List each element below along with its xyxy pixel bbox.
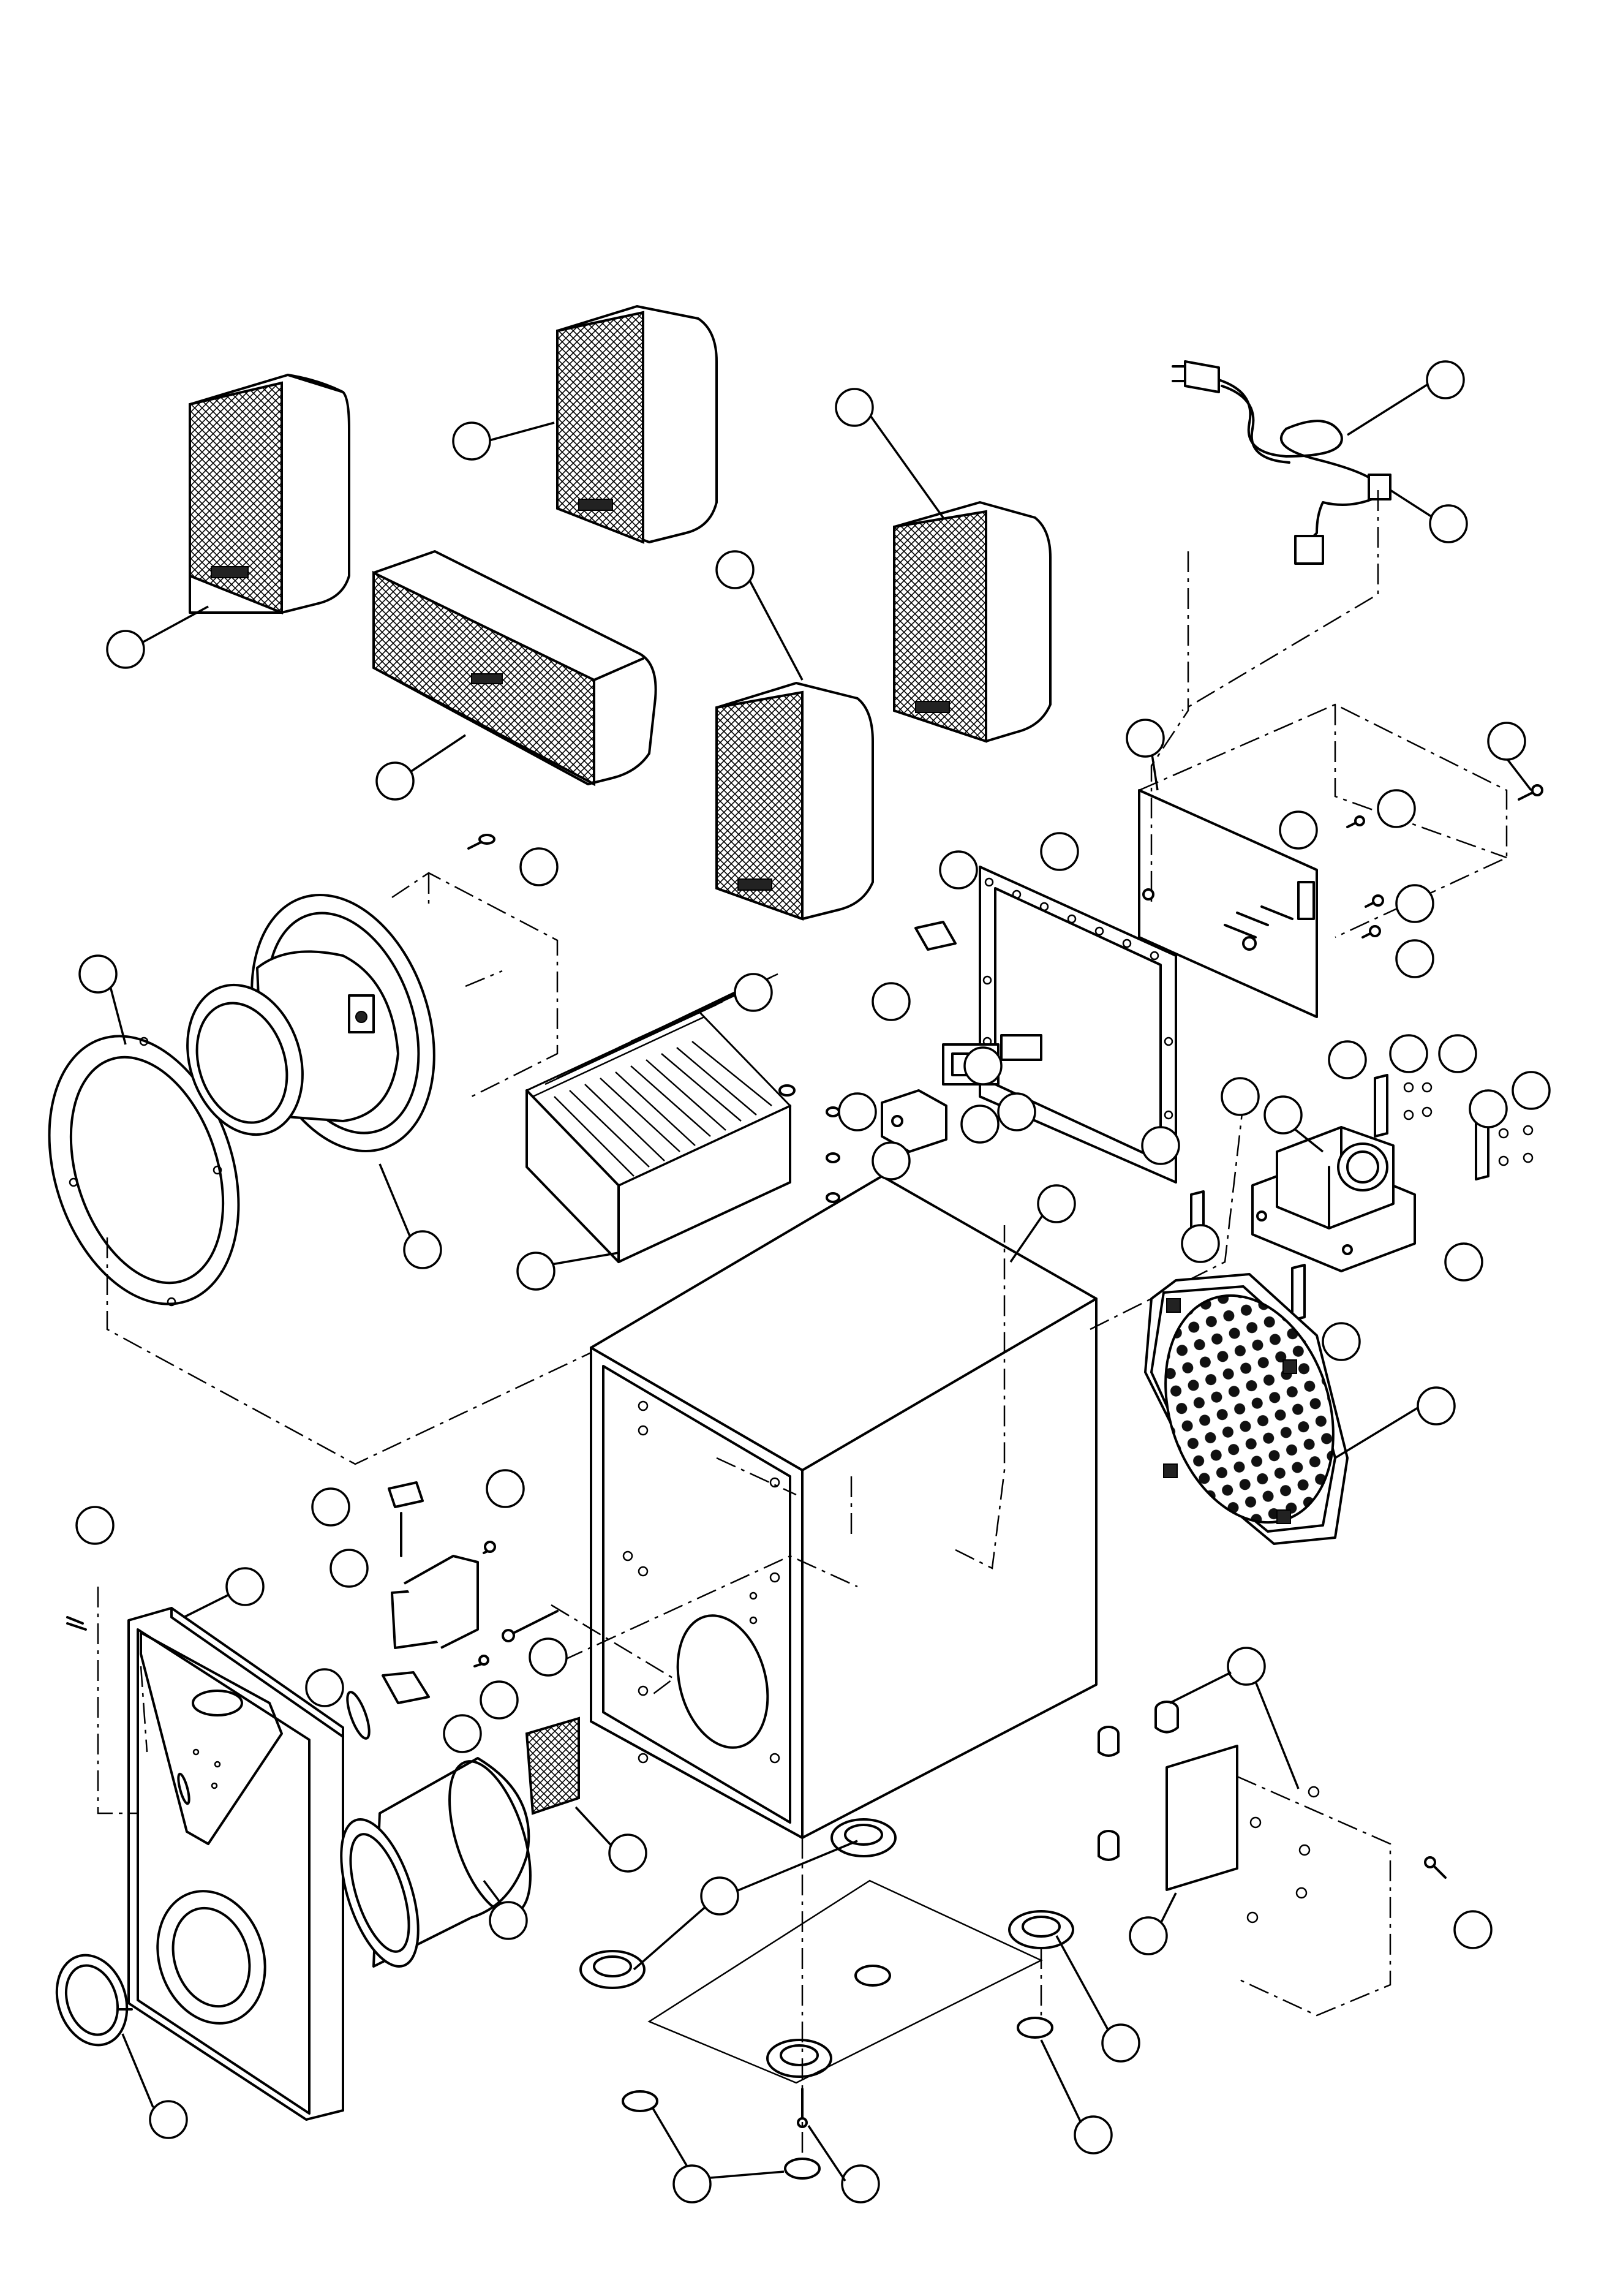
rubber-pads bbox=[622, 1838, 1053, 2180]
cabinet-feet bbox=[579, 1818, 1074, 2084]
bass-port-tube bbox=[340, 1757, 532, 1968]
callout-power-cord bbox=[1347, 360, 1465, 436]
baffle-outline bbox=[97, 1587, 148, 1815]
power-cord bbox=[1172, 360, 1379, 485]
cabinet-outline bbox=[551, 1102, 1245, 1697]
callout-grille bbox=[1335, 1386, 1456, 1459]
callout-feet bbox=[633, 1840, 858, 1971]
callout-speaker-fl bbox=[106, 605, 209, 669]
satellite-speaker-front-left bbox=[189, 374, 350, 614]
callout-woofer bbox=[378, 1163, 442, 1269]
callout-pads bbox=[651, 2107, 785, 2203]
callout-center bbox=[375, 734, 466, 801]
callout-speaker-rr bbox=[835, 388, 944, 519]
heat-sink bbox=[525, 973, 792, 1263]
satellite-speaker-rear-left bbox=[715, 682, 874, 921]
center-speaker bbox=[372, 550, 657, 787]
callout-port-tube bbox=[483, 1879, 528, 1940]
callout-trim-ring bbox=[78, 954, 127, 1045]
woofer-driver bbox=[186, 893, 435, 1153]
subwoofer-cabinet bbox=[590, 1175, 1098, 1839]
rear-assembly-outline bbox=[1139, 490, 1508, 938]
woofer-outline bbox=[106, 872, 913, 1465]
woofer-trim-ring bbox=[48, 1035, 240, 1307]
callout-terminal bbox=[1129, 1892, 1177, 1955]
baffle-hardware bbox=[66, 1481, 559, 1740]
callout-transformer bbox=[1263, 1095, 1324, 1153]
terminal-plate bbox=[1098, 1701, 1447, 2017]
port-grille-mesh bbox=[525, 1716, 580, 1815]
callout-heatsink bbox=[516, 1252, 619, 1291]
callout-port-ring bbox=[121, 2033, 188, 2139]
callout-port-mesh bbox=[574, 1806, 647, 1873]
screws-and-washers bbox=[467, 834, 840, 1203]
callout-cabinet bbox=[1009, 1184, 1076, 1263]
power-cord-connector bbox=[1294, 474, 1391, 565]
callout-pcb-screw bbox=[1487, 722, 1532, 791]
satellite-speaker-rear-right bbox=[893, 501, 1052, 743]
woofer-grille bbox=[1144, 1273, 1349, 1545]
callout-baffle bbox=[183, 1567, 265, 1618]
pcb-mounting-screw bbox=[1346, 784, 1543, 938]
callout-cord-connector bbox=[1390, 489, 1468, 543]
callout-speaker-fr bbox=[452, 421, 555, 461]
callout-pcb bbox=[1126, 719, 1165, 791]
port-trim-ring bbox=[55, 1954, 133, 2047]
satellite-speaker-front-right bbox=[556, 305, 718, 544]
callout-speaker-rl bbox=[715, 550, 804, 681]
front-baffle-panel bbox=[127, 1607, 344, 2121]
callouts bbox=[75, 360, 1551, 2203]
amplifier-pcb bbox=[1138, 789, 1318, 1018]
power-transformer bbox=[1251, 1126, 1416, 1272]
